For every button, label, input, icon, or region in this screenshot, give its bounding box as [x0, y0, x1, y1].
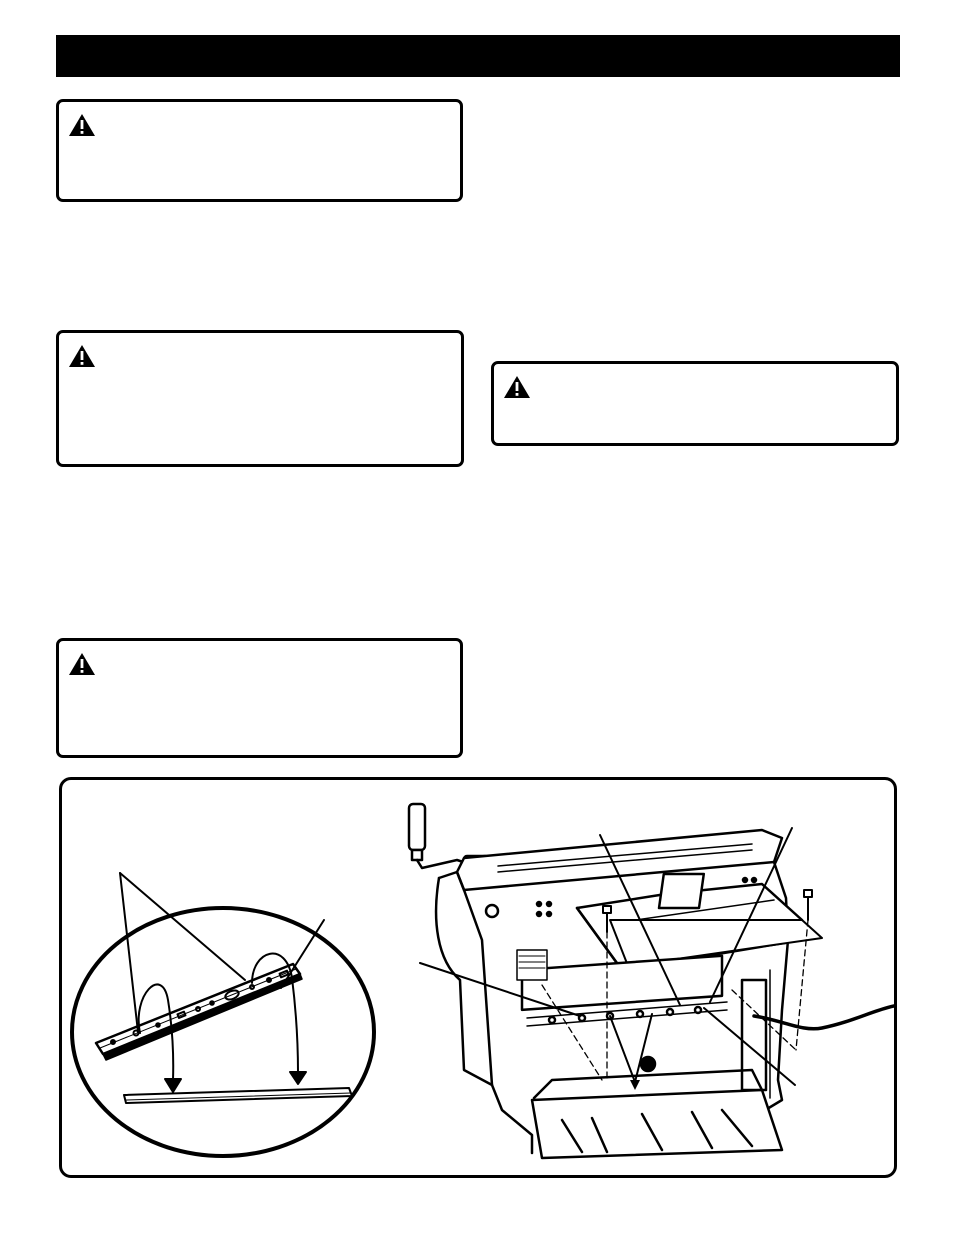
warning-triangle-icon	[69, 114, 95, 136]
figure-frame	[59, 777, 897, 1178]
blade-detail-inset	[70, 872, 376, 1158]
power-cord-icon	[752, 1004, 894, 1031]
blade-icon	[123, 1087, 353, 1104]
warning-box-2	[56, 330, 464, 467]
warning-box-3	[491, 361, 899, 446]
blade-holder-icon	[94, 962, 303, 1061]
planer-icon	[407, 802, 823, 1160]
warning-box-1	[56, 99, 463, 202]
warning-triangle-icon	[69, 653, 95, 675]
screw-icon	[803, 889, 813, 921]
warning-triangle-icon	[69, 345, 95, 367]
arrow-down-icon	[289, 1071, 307, 1085]
warning-box-4	[56, 638, 463, 758]
section-header-bar	[56, 35, 900, 77]
warning-triangle-icon	[504, 376, 530, 398]
arrow-down-icon	[164, 1078, 182, 1093]
screw-icon	[602, 905, 612, 933]
figure-illustration	[70, 802, 894, 1160]
